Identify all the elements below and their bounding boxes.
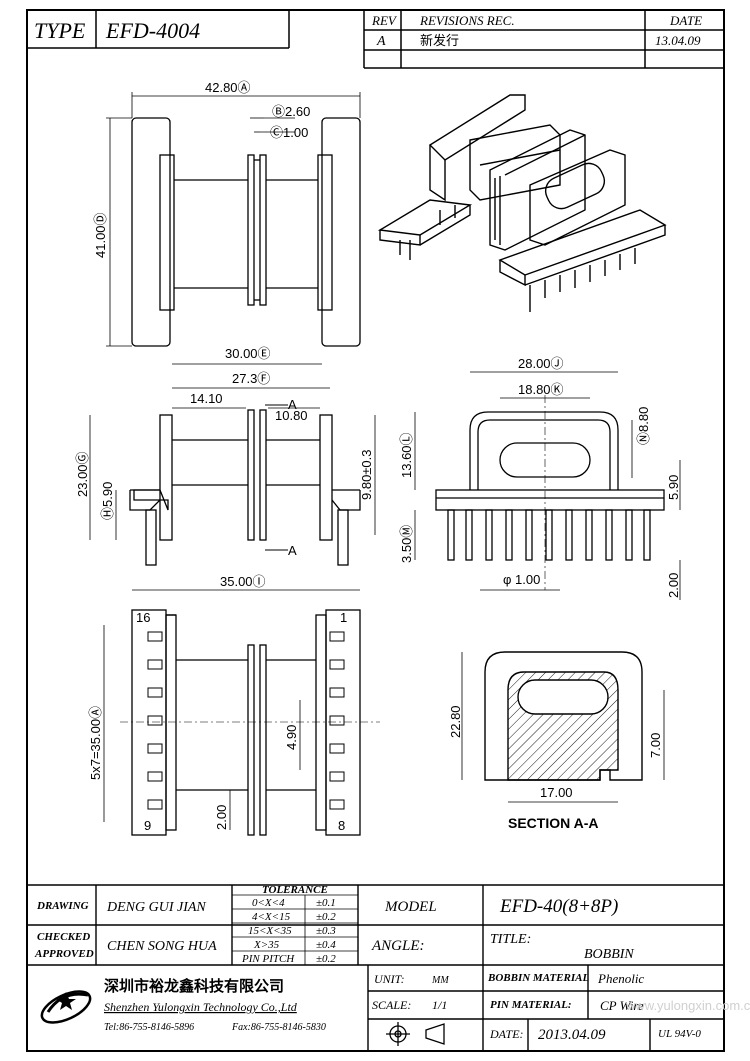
tol-value-0: ±0.1 xyxy=(316,897,336,909)
drawing-name: DENG GUI JIAN xyxy=(106,900,206,915)
side-view xyxy=(89,363,376,566)
dim-side-1080: 10.80 xyxy=(275,408,308,423)
approved-label: APPROVED xyxy=(34,948,94,960)
date-header-label: DATE xyxy=(669,13,702,28)
date-label: DATE: xyxy=(489,1027,524,1041)
section-marker-bottom: A xyxy=(288,543,297,558)
dim-end-k: 18.80Ⓚ xyxy=(518,382,564,397)
tol-range-0: 0<X<4 xyxy=(252,897,285,909)
title-block-grid xyxy=(27,884,724,1051)
scale-label: SCALE: xyxy=(372,998,411,1012)
revisions-label: REVISIONS REC. xyxy=(419,13,515,28)
bobbin-material-label: BOBBIN MATERIAL xyxy=(487,972,589,984)
dim-end-200: 2.00 xyxy=(666,573,681,598)
watermark: www.yulongxin.com.cn xyxy=(625,998,750,1013)
dim-side-590: Ⓗ5.90 xyxy=(100,482,115,520)
tol-range-1: 4<X<15 xyxy=(252,911,291,923)
model-value: EFD-40(8+8P) xyxy=(499,896,618,917)
dim-end-n: Ⓝ8.80 xyxy=(636,407,651,445)
isometric-view xyxy=(377,94,667,312)
tol-value-4: ±0.2 xyxy=(316,953,336,965)
model-label: MODEL xyxy=(384,899,437,915)
dim-top-b: Ⓑ2.60 xyxy=(272,104,310,119)
company-logo xyxy=(40,990,92,1024)
pin-label-8: 8 xyxy=(338,818,345,833)
dim-top-width: 42.80Ⓐ xyxy=(205,80,251,95)
unit-value: MM xyxy=(431,975,449,986)
type-label: TYPE xyxy=(34,18,86,43)
unit-label: UNIT: xyxy=(374,972,405,986)
dim-side-14: 14.10 xyxy=(190,391,223,406)
checked-label: CHECKED xyxy=(37,931,90,943)
dim-side-f: 27.3Ⓕ xyxy=(232,371,270,386)
title-label: TITLE: xyxy=(490,932,531,947)
company-fax: Fax:86-755-8146-5830 xyxy=(231,1022,326,1033)
angle-label: ANGLE: xyxy=(371,938,425,954)
rev-label: REV xyxy=(371,13,398,28)
dim-sec-700: 7.00 xyxy=(648,733,663,758)
dim-end-590: 5.90 xyxy=(666,475,681,500)
section-view xyxy=(461,651,665,803)
sheet-border xyxy=(26,9,725,1052)
tol-range-3: X>35 xyxy=(253,939,280,951)
dim-end-width: 28.00Ⓙ xyxy=(518,356,564,371)
rev-date: 13.04.09 xyxy=(655,33,701,48)
material-rating: UL 94V-0 xyxy=(658,1028,701,1040)
scale-value: 1/1 xyxy=(432,998,447,1012)
dim-bottom-pitch: 5x7=35.00Ⓐ xyxy=(88,706,103,780)
header-block xyxy=(26,9,725,1052)
revision-text: 新发行 xyxy=(420,33,459,49)
dim-side-height: 23.00Ⓖ xyxy=(75,451,90,497)
company-name-en: Shenzhen Yulongxin Technology Co.,Ltd xyxy=(104,1000,298,1014)
rev-value: A xyxy=(376,34,386,49)
dim-top-c: Ⓒ1.00 xyxy=(270,125,308,140)
dim-top-height: 41.00Ⓓ xyxy=(93,212,108,258)
dim-end-pin: φ 1.00 xyxy=(503,572,540,587)
type-value: EFD-4004 xyxy=(105,18,200,43)
dim-end-l: 13.60Ⓛ xyxy=(399,432,414,478)
approver-name: CHEN SONG HUA xyxy=(107,939,217,954)
company-tel: Tel:86-755-8146-5896 xyxy=(104,1022,194,1033)
dim-end-m: 3.50Ⓜ xyxy=(399,525,414,563)
tol-value-2: ±0.3 xyxy=(316,925,336,937)
drawing-label: DRAWING xyxy=(36,900,89,912)
tol-range-4: PIN PITCH xyxy=(241,953,295,965)
tol-value-3: ±0.4 xyxy=(316,939,336,951)
section-marker-top: A xyxy=(288,397,297,412)
end-view xyxy=(414,371,681,600)
company-name-cn: 深圳市裕龙鑫科技有限公司 xyxy=(104,977,284,995)
dim-bottom-width: 35.00Ⓘ xyxy=(220,574,266,589)
pin-label-1: 1 xyxy=(340,610,347,625)
bottom-pins xyxy=(147,631,345,810)
dim-side-980: 9.80±0.3 xyxy=(359,449,374,500)
dim-sec-1700: 17.00 xyxy=(540,785,573,800)
section-title: SECTION A-A xyxy=(508,815,598,831)
bobbin-material-value: Phenolic xyxy=(597,971,644,986)
title-value: BOBBIN xyxy=(584,947,634,962)
pin-label-16: 16 xyxy=(136,610,150,625)
projection-symbol xyxy=(386,1022,445,1046)
top-view xyxy=(106,92,361,347)
date-value: 2013.04.09 xyxy=(538,1027,606,1043)
bottom-view xyxy=(103,589,380,836)
dim-side-width: 30.00Ⓔ xyxy=(225,346,271,361)
dim-bottom-490: 4.90 xyxy=(284,725,299,750)
pin-label-9: 9 xyxy=(144,818,151,833)
pin-material-value: CP Wire xyxy=(600,998,644,1013)
tol-range-2: 15<X<35 xyxy=(248,925,292,937)
tolerance-title: TOLERANCE xyxy=(262,884,328,896)
tol-value-1: ±0.2 xyxy=(316,911,336,923)
pin-material-label: PIN MATERIAL: xyxy=(490,999,572,1011)
dim-bottom-200: 2.00 xyxy=(214,805,229,830)
dim-sec-2280: 22.80 xyxy=(448,705,463,738)
